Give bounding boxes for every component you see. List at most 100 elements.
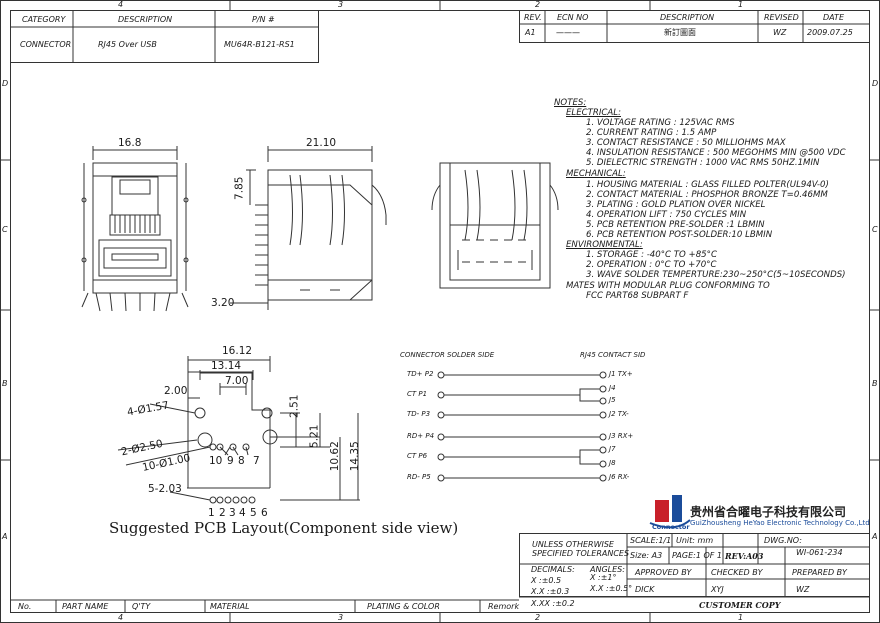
- schematic-right-label: J6 RX-: [609, 473, 630, 481]
- pcb-pin-number: 10: [209, 455, 223, 467]
- parts-col-part-name: PART NAME: [62, 602, 109, 611]
- pcb-layout-lines: [117, 356, 360, 504]
- schematic-right-label: J8: [609, 459, 616, 467]
- pcb-pin-number: 6: [261, 507, 268, 519]
- dim-pcb-v4: 14.35: [348, 441, 361, 472]
- schematic-right-label: J5: [609, 396, 616, 404]
- dim-pcb-v2: 5.21: [308, 424, 321, 448]
- rev-desc-value: 新訂圖面: [664, 28, 696, 37]
- dim-pcb-v3: 10.62: [328, 441, 341, 472]
- pcb-pin-number: 5: [250, 507, 257, 519]
- zone-right-a: A: [872, 532, 878, 541]
- zone-bottom-1: 1: [738, 613, 744, 622]
- dim-pcb-v1: 2.51: [288, 394, 301, 418]
- schematic-lines: [437, 371, 607, 482]
- dim-pcb-w1: 16.12: [222, 345, 253, 357]
- note-line: 1. VOLTAGE RATING : 125VAC RMS: [586, 118, 735, 128]
- note-line: 5. PCB RETENTION PRE-SOLDER :1 LBMIN: [586, 220, 765, 230]
- zone-left-d: D: [2, 79, 9, 88]
- rev-col-revised: REVISED: [764, 13, 799, 22]
- rev-col-rev: REV.: [524, 13, 542, 22]
- note-line: 1. STORAGE : -40°C TO +85°C: [586, 250, 717, 260]
- rev-col-desc: DESCRIPTION: [660, 13, 715, 22]
- note-footer-line: FCC PART68 SUBPART F: [586, 291, 689, 301]
- company-logo-graphic: [649, 495, 691, 529]
- schematic-left-label: CT P6: [407, 452, 428, 460]
- dim-front-width: 16.8: [118, 137, 142, 149]
- schematic-left-label: RD+ P4: [407, 432, 435, 440]
- pcb-pin-number: 4: [239, 507, 246, 519]
- note-line: 6. PCB RETENTION POST-SOLDER:10 LBMIN: [586, 230, 773, 240]
- note-line: 3. CONTACT RESISTANCE : 50 MILLIOHMS MAX: [586, 138, 786, 148]
- pcb-pin-number: 9: [227, 455, 234, 467]
- note-line: 3. WAVE SOLDER TEMPERTURE:230~250°C(5~10…: [586, 270, 846, 280]
- dim-pcb-w2: 13.14: [211, 360, 242, 372]
- schematic-left-title: CONNECTOR SOLDER SIDE: [400, 351, 495, 359]
- dim-side-depth: 21.10: [306, 137, 337, 149]
- tb-tol-x: X :±0.5: [531, 576, 562, 585]
- rev-col-date: DATE: [823, 13, 844, 22]
- note-line: 1. HOUSING MATERIAL : GLASS FILLED POLTE…: [586, 180, 829, 190]
- dim-pcb-w3: 7.00: [225, 375, 249, 387]
- parts-col-no: No.: [18, 602, 32, 611]
- header-description-value: RJ45 Over USB: [98, 40, 157, 49]
- pcb-pin-number: 8: [238, 455, 245, 467]
- schematic-left-label: RD- P5: [407, 473, 431, 481]
- note-footer-line: MATES WITH MODULAR PLUG CONFORMING TO: [566, 281, 770, 291]
- tb-ang-x: X :±1°: [590, 573, 617, 582]
- dim-side-height: 7.85: [233, 176, 246, 200]
- tb-specified: SPECIFIED TOLERANCES: [532, 549, 630, 558]
- note-line: 2. OPERATION : 0°C TO +70°C: [586, 260, 717, 270]
- tb-approved: DICK: [635, 585, 655, 594]
- zone-bottom-4: 4: [118, 613, 124, 622]
- tb-unless: UNLESS OTHERWISE: [532, 540, 614, 549]
- zone-bottom-3: 3: [338, 613, 344, 622]
- notes-electrical-heading: ELECTRICAL:: [566, 108, 621, 118]
- note-line: 4. OPERATION LIFT : 750 CYCLES MIN: [586, 210, 747, 220]
- note-line: 2. CURRENT RATING : 1.5 AMP: [586, 128, 717, 138]
- tb-angles: ANGLES:: [590, 565, 625, 574]
- schematic-right-title: RJ45 CONTACT SID: [580, 351, 646, 359]
- zone-bottom-2: 2: [535, 613, 541, 622]
- tb-page: PAGE:1 OF 1: [672, 551, 723, 560]
- header-col-category: CATEGORY: [22, 15, 66, 24]
- tb-prepared: WZ: [796, 585, 810, 594]
- schematic-right-label: J4: [609, 384, 616, 392]
- tb-scale: SCALE:1/1: [630, 536, 672, 545]
- zone-right-b: B: [872, 379, 878, 388]
- header-col-description: DESCRIPTION: [118, 15, 173, 24]
- zone-right-c: C: [872, 225, 878, 234]
- schematic-right-label: J2 TX-: [609, 410, 629, 418]
- zone-left-b: B: [2, 379, 8, 388]
- tb-decimals: DECIMALS:: [531, 565, 575, 574]
- pcb-pin-number: 2: [219, 507, 226, 519]
- header-category-value: CONNECTOR: [20, 40, 72, 49]
- company-name-en: GuiZhousheng HeYao Electronic Technology…: [690, 519, 870, 527]
- rev-col-ecn: ECN NO: [557, 13, 589, 22]
- tb-checked: XYJ: [711, 585, 724, 594]
- tb-rev: REV:A03: [725, 551, 764, 561]
- note-line: 3. PLATING : GOLD PLATION OVER NICKEL: [586, 200, 766, 210]
- note-line: 2. CONTACT MATERIAL : PHOSPHOR BRONZE T=…: [586, 190, 828, 200]
- zone-left-a: A: [2, 532, 8, 541]
- schematic-left-label: CT P1: [407, 390, 428, 398]
- tb-size: Size: A3: [630, 551, 663, 560]
- tb-approved-by: APPROVED BY: [635, 568, 692, 577]
- parts-col-plating: PLATING & COLOR: [367, 602, 440, 611]
- rear-view-body: [439, 162, 551, 289]
- zone-top-1: 1: [738, 0, 744, 9]
- tb-tol-xxx: X.XX :±0.2: [531, 599, 575, 608]
- dim-side-offset: 3.20: [211, 297, 235, 309]
- zone-top-2: 2: [535, 0, 541, 9]
- pcb-layout-caption: Suggested PCB Layout(Component side view…: [109, 519, 459, 537]
- rev-revised-value: WZ: [773, 28, 787, 37]
- zone-top-3: 3: [338, 0, 344, 9]
- tb-dwg-no-label: DWG.NO:: [764, 536, 802, 545]
- dim-pcb-w4: 2.00: [164, 385, 188, 397]
- zone-top-4: 4: [118, 0, 124, 9]
- schematic-right-label: J7: [609, 445, 616, 453]
- tb-dwg-no: WI-061-234: [796, 548, 843, 557]
- schematic-right-label: J1 TX+: [609, 370, 633, 378]
- schematic-right-label: J3 RX+: [609, 432, 634, 440]
